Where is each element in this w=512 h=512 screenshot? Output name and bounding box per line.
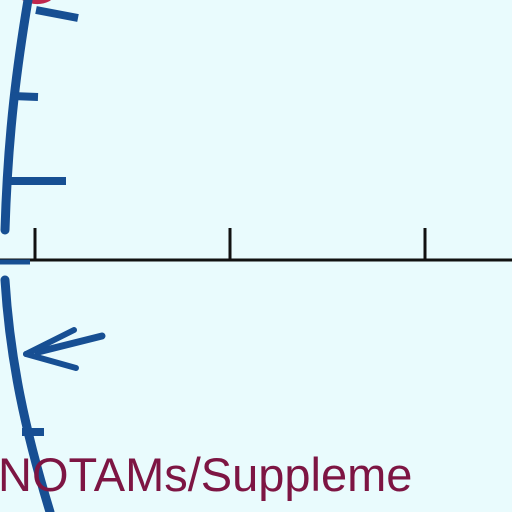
- arc-upper: [0, 0, 33, 235]
- arc-tick: [35, 6, 79, 22]
- arc-lower: [0, 275, 55, 512]
- caption-label: NOTAMs/Suppleme: [0, 448, 413, 501]
- arrow-left-icon: [23, 327, 106, 371]
- arc-tick: [11, 92, 39, 101]
- arc-top-accent: [22, 0, 51, 5]
